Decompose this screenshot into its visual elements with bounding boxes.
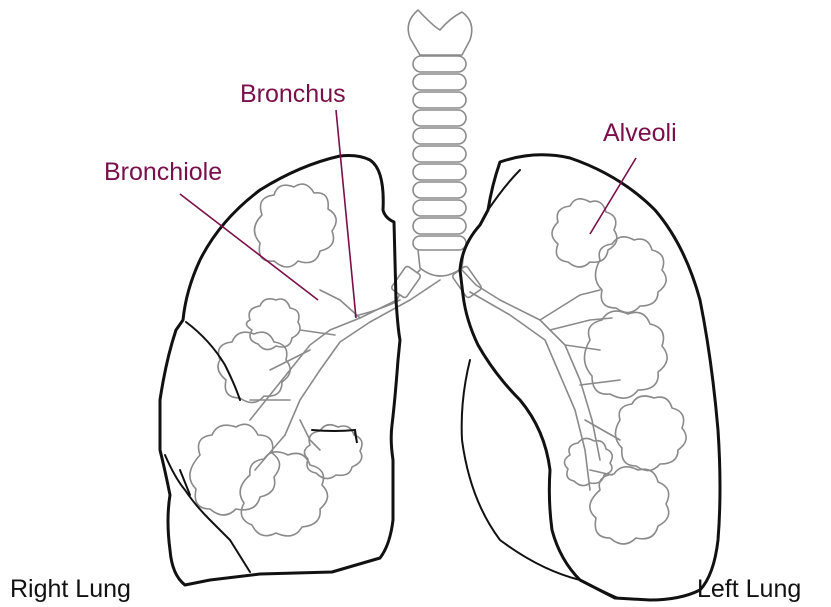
right-lung-outline bbox=[160, 156, 400, 586]
larynx bbox=[408, 10, 472, 55]
left-lung-outline bbox=[460, 155, 720, 600]
bronchiole-label: Bronchiole bbox=[104, 158, 222, 186]
right-lung-fissure-upper bbox=[186, 322, 240, 400]
right-lung-label: Right Lung bbox=[10, 575, 131, 603]
left-lung-fissure bbox=[462, 360, 618, 598]
left-lung-label: Left Lung bbox=[697, 575, 801, 603]
bronchus-leader-line bbox=[336, 110, 356, 318]
alveoli-label: Alveoli bbox=[603, 119, 677, 147]
trachea bbox=[413, 56, 466, 276]
alveoli-clusters-right bbox=[190, 184, 362, 536]
right-lung-lobe-line bbox=[165, 455, 250, 572]
alveoli-clusters-left bbox=[552, 199, 686, 544]
bronchiole-leader-line bbox=[180, 194, 318, 300]
bronchus-label: Bronchus bbox=[240, 80, 346, 108]
